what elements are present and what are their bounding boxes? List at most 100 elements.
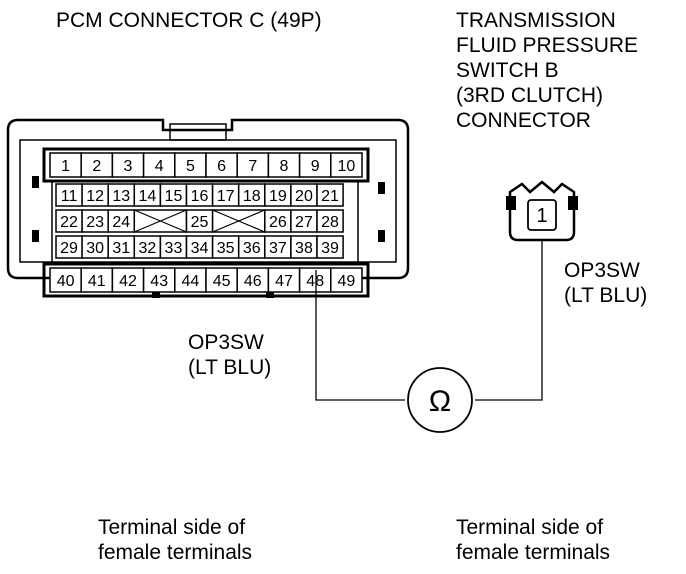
pcm-terminal-27: 27 [290, 209, 318, 233]
switch-latch-right [568, 196, 578, 210]
latch-mark [32, 230, 39, 242]
terminal-cell [330, 152, 363, 178]
pcm-terminal-16: 16 [185, 183, 214, 207]
pcm-terminal-29: 29 [55, 235, 83, 259]
terminal-number: 21 [321, 188, 339, 205]
terminal-number: 35 [217, 240, 235, 257]
pcm-terminal-22: 22 [55, 209, 83, 233]
terminal-number: 34 [191, 240, 209, 257]
pcm-terminal-20: 20 [290, 183, 318, 207]
terminal-number: 36 [243, 240, 261, 257]
pcm-terminal-14: 14 [133, 183, 162, 207]
terminal-cell [267, 267, 301, 293]
terminal-number: 4 [155, 158, 164, 175]
terminal-number: 37 [269, 240, 287, 257]
pcm-terminal-40: 40 [49, 267, 82, 293]
switch-connector: 1 [506, 180, 578, 242]
pcm-terminal-13: 13 [107, 183, 136, 207]
terminal-number: 40 [57, 273, 75, 290]
terminal-number: 20 [295, 188, 313, 205]
terminal-cell [236, 152, 270, 178]
switch-terminal-cell [527, 199, 557, 231]
terminal-number: 49 [338, 273, 356, 290]
terminal-number: 9 [311, 158, 320, 175]
pcm-terminal-42: 42 [111, 267, 145, 293]
terminal-number: 48 [306, 273, 324, 290]
terminal-number: 12 [86, 188, 104, 205]
pcm-terminal-7: 7 [236, 152, 270, 178]
terminal-number: 26 [269, 214, 287, 231]
pcm-terminal-5: 5 [174, 152, 207, 178]
pcm-terminal-43: 43 [142, 267, 176, 293]
pcm-terminal-18: 18 [237, 183, 266, 207]
terminal-number: 1 [61, 158, 70, 175]
terminal-number: 3 [124, 158, 133, 175]
pcm-terminal-37: 37 [264, 235, 292, 259]
pcm-terminal-28: 28 [316, 209, 344, 233]
pcm-terminal-8: 8 [267, 152, 301, 178]
terminal-number: 15 [165, 188, 183, 205]
terminal-number: 38 [295, 240, 313, 257]
terminal-number: 42 [119, 273, 137, 290]
terminal-cell [111, 152, 145, 178]
pcm-terminal-45: 45 [205, 267, 238, 293]
pcm-terminal-11: 11 [55, 183, 83, 207]
pcm-latch-marks [32, 176, 385, 298]
terminal-cell [330, 267, 363, 293]
pcm-terminal-47: 47 [267, 267, 301, 293]
pcm-terminal-15: 15 [159, 183, 188, 207]
pcm-terminal-38: 38 [290, 235, 318, 259]
pcm-terminal-33: 33 [159, 235, 188, 259]
latch-mark [378, 230, 385, 242]
terminal-number: 44 [182, 273, 200, 290]
latch-mark [266, 290, 274, 298]
wire-to-switch-terminal [475, 240, 543, 401]
pcm-terminal-9: 9 [298, 152, 332, 178]
pcm-terminal-30: 30 [81, 235, 109, 259]
pcm-terminal-17: 17 [211, 183, 240, 207]
terminal-number: 43 [150, 273, 168, 290]
terminal-cell [316, 183, 344, 207]
terminal-number: 16 [191, 188, 209, 205]
pcm-terminal-39: 39 [316, 235, 344, 259]
pcm-terminal-49: 49 [330, 267, 363, 293]
terminal-number: 46 [244, 273, 262, 290]
terminal-number: 22 [60, 214, 78, 231]
terminal-cell [267, 152, 301, 178]
switch-connector-title: TRANSMISSION FLUID PRESSURE SWITCH B (3R… [456, 9, 639, 132]
terminal-number: 17 [217, 188, 235, 205]
empty-cavity-cross [212, 209, 266, 233]
terminal-number: 32 [138, 240, 156, 257]
terminal-number: 41 [88, 273, 106, 290]
pcm-terminal-6: 6 [205, 152, 238, 178]
pcm-terminal-4: 4 [142, 152, 176, 178]
pcm-caption: Terminal side of female terminals [98, 516, 253, 564]
pcm-terminal-3: 3 [111, 152, 145, 178]
terminal-cell [205, 152, 238, 178]
terminal-number: 11 [61, 188, 78, 205]
pcm-terminal-46: 46 [236, 267, 270, 293]
terminal-cell [142, 267, 176, 293]
terminal-cell [80, 267, 114, 293]
switch-latch-left [506, 196, 516, 210]
latch-mark [378, 182, 385, 194]
terminal-number: 29 [60, 240, 78, 257]
pcm-terminal-12: 12 [81, 183, 109, 207]
pcm-terminal-24: 24 [107, 209, 136, 233]
terminal-cell [142, 152, 176, 178]
terminal-number: 13 [112, 188, 130, 205]
latch-mark [32, 176, 39, 188]
pcm-terminal-41: 41 [80, 267, 114, 293]
terminal-number: 31 [112, 240, 130, 257]
terminal-number: 24 [112, 214, 130, 231]
wire-to-pcm-terminal [315, 270, 405, 401]
pcm-terminal-31: 31 [107, 235, 136, 259]
pcm-terminal-36: 36 [237, 235, 266, 259]
terminal-number: 23 [86, 214, 104, 231]
terminal-number: 30 [86, 240, 104, 257]
terminal-number: 19 [269, 188, 287, 205]
pcm-terminal-34: 34 [185, 235, 214, 259]
pcm-terminal-48: 48 [298, 267, 332, 293]
pcm-terminal-21: 21 [316, 183, 344, 207]
